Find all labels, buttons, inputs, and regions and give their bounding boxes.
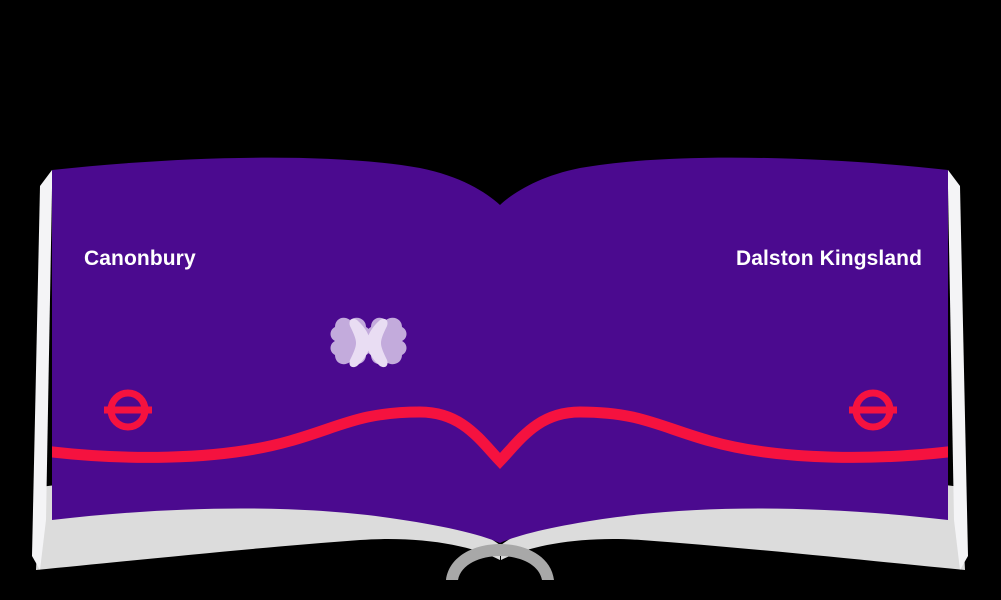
rail-line-group: [52, 406, 948, 469]
book-pages: [52, 157, 948, 543]
page-right: [500, 157, 948, 543]
interchange-icon: [330, 317, 407, 368]
page-edge-right: [948, 170, 968, 570]
station-label-canonbury: Canonbury: [84, 247, 196, 270]
interchange-inner-link: [349, 318, 370, 368]
page-edge-left: [32, 170, 52, 570]
underground-roundel-icon[interactable]: [104, 389, 152, 431]
book-spine-arc: [446, 544, 554, 580]
rail-line: [52, 406, 948, 469]
sidebar-item-dalston-kingsland[interactable]: Dalston Kingsland: [736, 247, 922, 431]
sidebar-item-canonbury[interactable]: Canonbury: [84, 247, 196, 431]
underground-roundel-icon[interactable]: [849, 389, 897, 431]
page-left: [52, 157, 500, 543]
interchange-inner-link-mirror: [367, 318, 388, 368]
station-label-dalston-kingsland: Dalston Kingsland: [736, 247, 922, 270]
